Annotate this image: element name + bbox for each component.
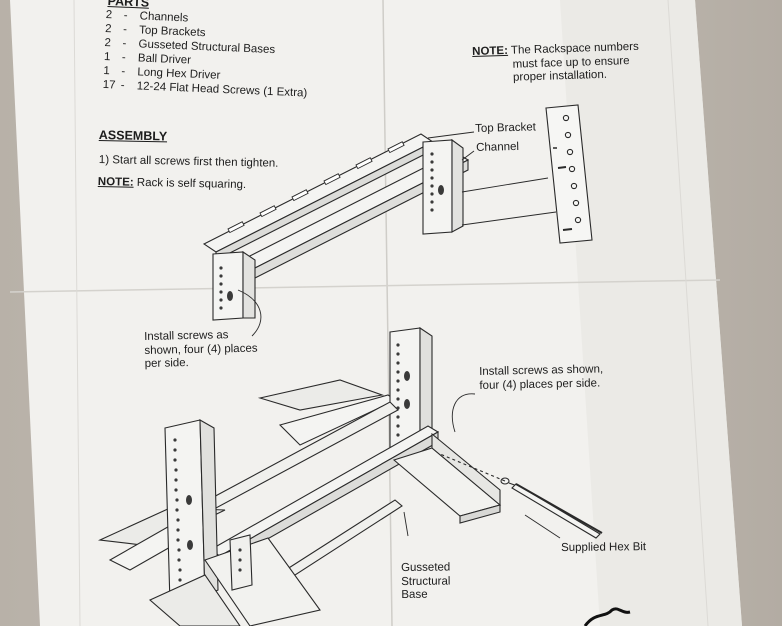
fold-line xyxy=(73,0,81,626)
callout-lines xyxy=(237,131,561,539)
rack-holes xyxy=(173,343,410,582)
callout-channel: Channel xyxy=(476,140,520,154)
top-bracket-assembly xyxy=(202,133,470,321)
assembly-heading: ASSEMBLY xyxy=(98,128,168,144)
corner-mark xyxy=(583,607,631,626)
callout-install-left: Install screws as shown, four (4) places… xyxy=(144,329,258,370)
rackspace-strip xyxy=(545,104,593,244)
callout-structural-base: Gusseted Structural Base xyxy=(401,561,451,601)
upright-holes xyxy=(219,152,444,310)
callout-hex-bit: Supplied Hex Bit xyxy=(561,541,647,554)
fold-line xyxy=(667,0,709,626)
callout-top-bracket: Top Bracket xyxy=(475,121,537,135)
fold-line xyxy=(9,279,721,293)
callout-install-right: Install screws as shown, four (4) places… xyxy=(479,363,604,392)
rack-assembly xyxy=(97,326,502,626)
fold-line xyxy=(382,0,393,626)
paper-shade xyxy=(560,0,742,626)
rackspace-note: NOTE: The Rackspace numbers must face up… xyxy=(472,40,639,84)
parts-list: 2-Channels 2-Top Brackets 2-Gusseted Str… xyxy=(102,8,310,100)
screw-and-hex-bit xyxy=(439,453,603,539)
